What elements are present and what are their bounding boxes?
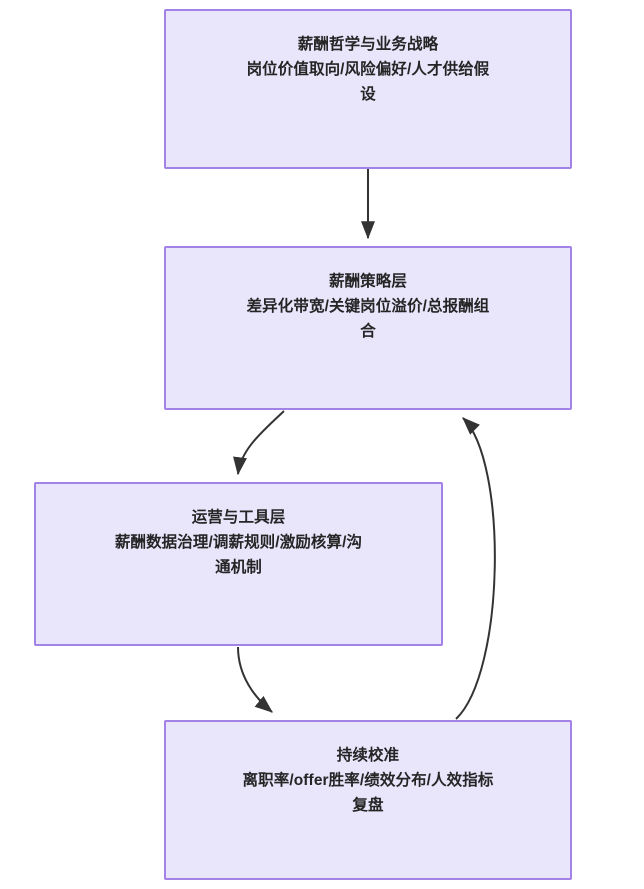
edge-strategy-operations <box>233 410 285 476</box>
node-philosophy[interactable]: 薪酬哲学与业务战略 岗位价值取向/风险偏好/人才供给假 设 <box>164 9 572 169</box>
node-calibration-label: 持续校准 离职率/offer胜率/绩效分布/人效指标 复盘 <box>242 747 494 814</box>
node-philosophy-label: 薪酬哲学与业务战略 岗位价值取向/风险偏好/人才供给假 设 <box>246 36 490 103</box>
node-strategy[interactable]: 薪酬策略层 差异化带宽/关键岗位溢价/总报酬组 合 <box>164 246 572 410</box>
node-operations-label: 运营与工具层 薪酬数据治理/调薪规则/激励核算/沟 通机制 <box>114 509 363 576</box>
edge-operations-calibration <box>237 646 273 713</box>
node-operations[interactable]: 运营与工具层 薪酬数据治理/调薪规则/激励核算/沟 通机制 <box>34 482 443 646</box>
node-calibration[interactable]: 持续校准 离职率/offer胜率/绩效分布/人效指标 复盘 <box>164 720 572 880</box>
edge-calibration-strategy <box>455 417 496 720</box>
node-strategy-label: 薪酬策略层 差异化带宽/关键岗位溢价/总报酬组 合 <box>246 273 490 340</box>
